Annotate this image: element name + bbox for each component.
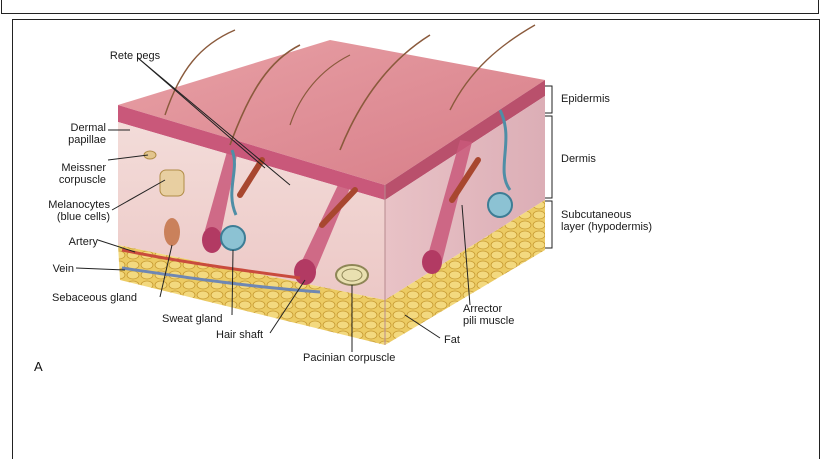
sebaceous-gland-shape — [164, 218, 180, 246]
label-dermal-papillae: Dermal papillae — [40, 122, 106, 146]
sweat-gland-coil-1 — [221, 226, 245, 250]
sweat-gland-coil-2 — [488, 193, 512, 217]
label-sweat-gland: Sweat gland — [162, 313, 223, 325]
label-epidermis: Epidermis — [561, 93, 610, 105]
label-vein: Vein — [40, 263, 74, 275]
pacinian-corpuscle-shape — [336, 265, 368, 285]
label-arrector-pili-muscle: Arrector pili muscle — [463, 303, 514, 327]
label-rete-pegs: Rete pegs — [105, 50, 165, 62]
hair-bulb-1 — [202, 227, 222, 253]
label-hair-shaft: Hair shaft — [216, 329, 263, 341]
label-fat: Fat — [444, 334, 460, 346]
label-artery: Artery — [40, 236, 98, 248]
melanocyte-cluster — [160, 170, 184, 196]
label-sebaceous-gland: Sebaceous gland — [52, 292, 137, 304]
label-pacinian-corpuscle: Pacinian corpuscle — [303, 352, 395, 364]
label-subcutaneous-layer: Subcutaneous layer (hypodermis) — [561, 209, 652, 233]
label-melanocytes: Melanocytes (blue cells) — [25, 199, 110, 223]
subcutaneous-bracket — [545, 201, 552, 248]
panel-letter: A — [34, 359, 43, 374]
hair-bulb-3 — [422, 250, 442, 274]
label-meissner-corpuscle: Meissner corpuscle — [40, 162, 106, 186]
epidermis-bracket — [545, 86, 552, 113]
hair-bulb-2 — [294, 259, 316, 285]
label-dermis: Dermis — [561, 153, 596, 165]
dermis-bracket — [545, 116, 552, 198]
